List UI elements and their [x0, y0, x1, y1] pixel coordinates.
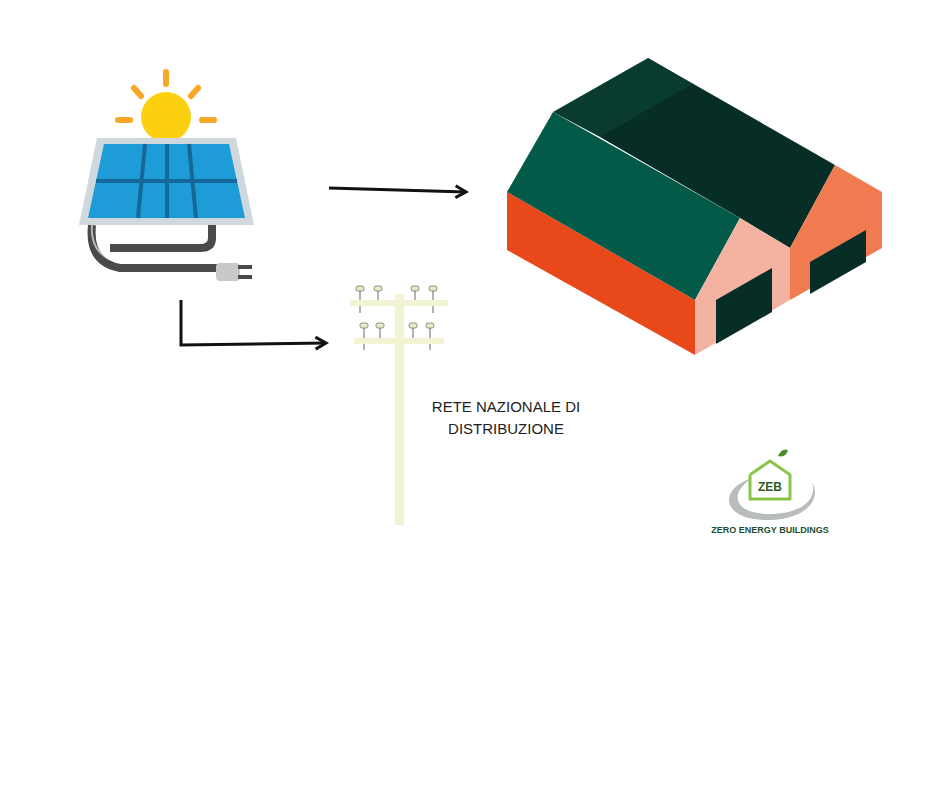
- flow-arrow: [329, 188, 466, 192]
- flow-arrow: [181, 300, 326, 345]
- sun-icon: [118, 72, 214, 142]
- solar-panel: [79, 138, 254, 281]
- grid-label: RETE NAZIONALE DI DISTRIBUZIONE: [416, 396, 596, 440]
- logo-swoosh: [729, 450, 815, 520]
- logo-caption: ZERO ENERGY BUILDINGS: [685, 524, 855, 536]
- building: [507, 58, 882, 355]
- logo-text: ZEB: [758, 480, 782, 494]
- logo-house: ZEB: [746, 458, 794, 502]
